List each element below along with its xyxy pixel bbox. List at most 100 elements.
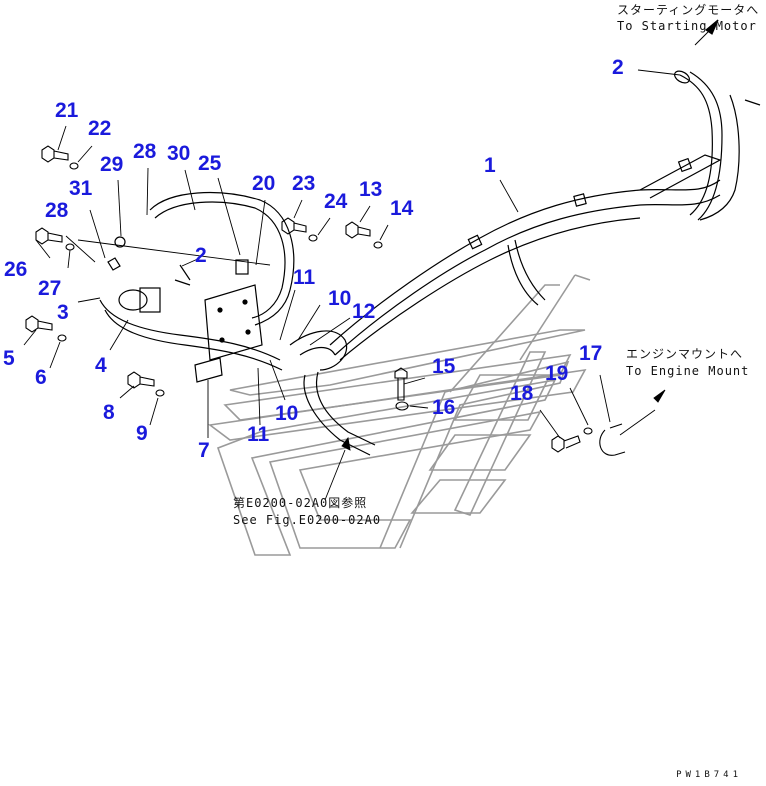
harness-trunk-third [339, 217, 641, 361]
connector-20 [235, 259, 249, 275]
callout-19[interactable]: 19 [545, 362, 569, 385]
bolt-15 [394, 367, 408, 401]
callout-5[interactable]: 5 [3, 347, 15, 370]
callout-8[interactable]: 8 [103, 401, 115, 424]
callout-28-lower[interactable]: 28 [45, 199, 69, 222]
left-assembly [99, 192, 376, 456]
mounting-plate [204, 284, 263, 361]
frame-diag-2 [574, 274, 591, 281]
bolt-21 [41, 145, 69, 163]
see-figure-label-en: See Fig.E0200-02A0 [233, 513, 382, 527]
engine-mount-label-en: To Engine Mount [626, 364, 750, 378]
bolt-26 [35, 227, 63, 245]
washer-24 [308, 234, 318, 242]
callout-7[interactable]: 7 [198, 439, 210, 462]
callout-10-upper[interactable]: 10 [328, 287, 352, 310]
frame-panel-side [453, 351, 547, 516]
callout-29[interactable]: 29 [100, 153, 124, 176]
washer-27 [65, 243, 75, 251]
starter-cable-end [674, 70, 690, 84]
fasteners [25, 145, 626, 456]
harness-clamp-1 [467, 234, 483, 250]
frame-diag-1 [519, 274, 576, 361]
engine-mount-label-jp: エンジンマウントへ [626, 347, 744, 361]
callout-16[interactable]: 16 [432, 396, 456, 419]
lower-cable-a [99, 299, 281, 361]
callout-20[interactable]: 20 [252, 172, 276, 195]
leader-lines [23, 69, 681, 501]
battery-relay-case [139, 287, 161, 313]
frame-chevron-inner [268, 410, 542, 549]
frame-chevron-outer [216, 378, 557, 556]
starting-motor-label-en: To Starting Motor [617, 19, 757, 33]
callout-28-upper[interactable]: 28 [133, 140, 157, 163]
callout-13[interactable]: 13 [359, 178, 383, 201]
callout-6[interactable]: 6 [35, 366, 47, 389]
callout-21[interactable]: 21 [55, 99, 79, 122]
callout-30[interactable]: 30 [167, 142, 191, 165]
callout-11-upper[interactable]: 11 [293, 266, 316, 289]
harness-branch-down-2 [507, 244, 539, 306]
callout-31[interactable]: 31 [69, 177, 93, 200]
frame-outline-shapes [207, 274, 591, 556]
lower-cable-b [104, 309, 283, 371]
starter-arrow-head [704, 19, 719, 35]
starter-cable [674, 19, 761, 221]
frame-panel-top [449, 284, 560, 393]
clip-31 [107, 257, 121, 271]
connector-2 [174, 264, 191, 286]
washer-16 [395, 401, 409, 411]
callout-25[interactable]: 25 [198, 152, 222, 175]
callout-10-lower[interactable]: 10 [275, 402, 299, 425]
louver-3 [410, 479, 507, 514]
starter-wire-thin [699, 94, 740, 221]
callout-24[interactable]: 24 [324, 190, 348, 213]
starter-terminal [744, 99, 761, 106]
callout-1-main-harness[interactable]: 1 [484, 154, 496, 177]
callout-22[interactable]: 22 [88, 117, 112, 140]
bolt-18 [551, 435, 581, 453]
callout-9[interactable]: 9 [136, 422, 148, 445]
bolt-13 [345, 221, 371, 239]
starter-cable-outer [679, 74, 713, 216]
callout-23[interactable]: 23 [292, 172, 316, 195]
drawing-number: PW1B741 [676, 770, 742, 780]
callout-26[interactable]: 26 [4, 258, 28, 281]
callout-15[interactable]: 15 [432, 355, 456, 378]
callout-2-starter-cable[interactable]: 2 [612, 56, 624, 79]
hose-lower [303, 374, 371, 456]
callout-27[interactable]: 27 [38, 277, 62, 300]
louver-2 [428, 434, 532, 471]
starting-motor-label-jp: スターティングモータへ [617, 3, 760, 17]
callout-11-lower[interactable]: 11 [247, 423, 270, 446]
hose-10-inner [299, 346, 336, 356]
bolt-23 [281, 217, 307, 235]
main-harness [329, 154, 722, 361]
harness-clamp-2 [573, 193, 587, 207]
clamp-17 [599, 429, 626, 456]
callout-18[interactable]: 18 [510, 382, 534, 405]
washer-14 [373, 241, 383, 249]
bolt-5 [25, 315, 53, 333]
louver-1 [453, 374, 552, 421]
frame-panel-edge [379, 360, 570, 549]
washer-19 [583, 427, 593, 435]
see-figure-label-jp: 第E0200-02A0図参照 [233, 496, 368, 510]
bracket-7 [194, 357, 223, 383]
washer-6 [57, 334, 67, 342]
battery-relay-body [118, 289, 148, 311]
callout-2-relay-cable[interactable]: 2 [195, 244, 207, 267]
bolt-8 [127, 371, 155, 389]
washer-22 [69, 162, 79, 170]
frame-stripe-1 [229, 329, 586, 396]
callout-3[interactable]: 3 [57, 301, 69, 324]
callout-14[interactable]: 14 [390, 197, 414, 220]
callout-12[interactable]: 12 [352, 300, 376, 323]
callout-4[interactable]: 4 [95, 354, 107, 377]
loop-harness-outer [149, 192, 295, 326]
harness-clamp-3 [677, 157, 693, 173]
callout-17[interactable]: 17 [579, 342, 603, 365]
hose-lower-inner [316, 371, 376, 446]
